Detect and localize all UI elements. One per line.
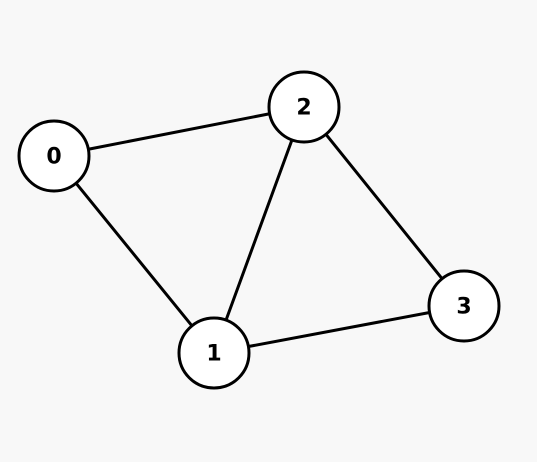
node-0: 0 [17, 119, 91, 193]
edge-2-3 [324, 132, 444, 281]
node-1-circle [177, 316, 251, 390]
node-2-label: 2 [296, 96, 311, 121]
node-3: 3 [427, 269, 501, 343]
node-2: 2 [267, 70, 341, 144]
edge-0-2 [86, 112, 272, 151]
node-0-label: 0 [46, 145, 61, 170]
node-0-circle [17, 119, 91, 193]
node-1-label: 1 [206, 342, 221, 367]
node-2-circle [267, 70, 341, 144]
node-1: 1 [177, 316, 251, 390]
node-3-label: 3 [456, 295, 471, 320]
edge-2-1 [224, 138, 294, 322]
edges-group [74, 112, 444, 349]
edge-1-3 [246, 310, 432, 349]
edge-0-1 [74, 181, 194, 328]
node-3-circle [427, 269, 501, 343]
